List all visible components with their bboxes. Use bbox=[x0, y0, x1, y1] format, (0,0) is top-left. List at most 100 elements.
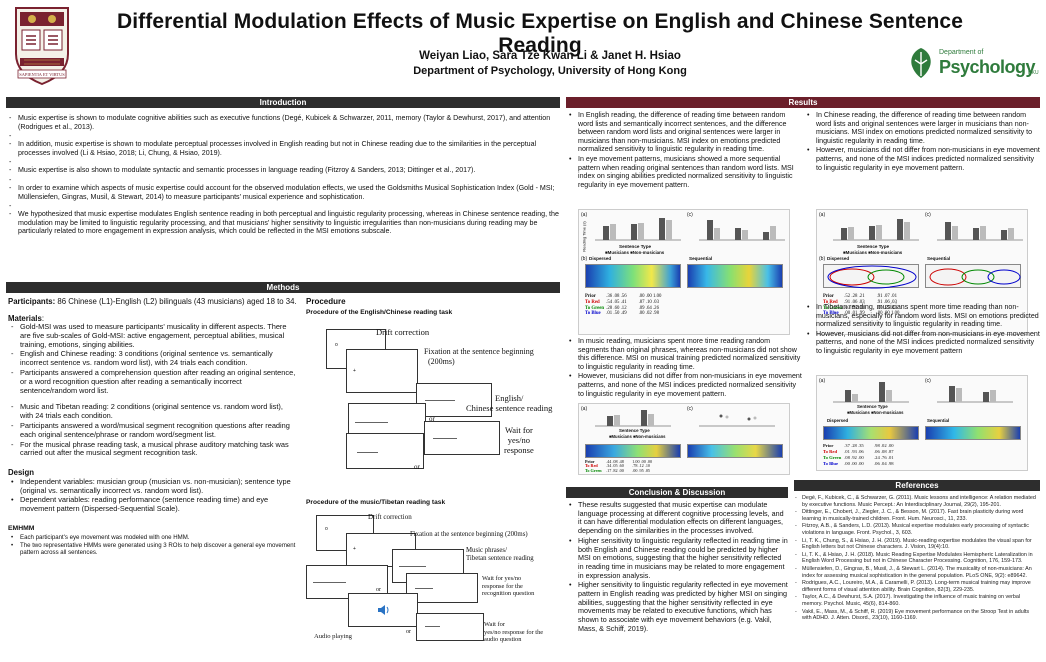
slide-chinese-sentence: ▬▬▬▬▬▬▬▬▬▬ bbox=[416, 383, 492, 417]
figure-music-a-label: (a) bbox=[581, 406, 588, 412]
figure-chinese-a-label: (a) bbox=[819, 212, 826, 218]
results-music-item: In music reading, musicians spent more t… bbox=[566, 337, 802, 371]
reference-item: Degé, F., Kubicek, C., & Schwarzer, G. (… bbox=[794, 495, 1040, 508]
figure-english-b-label: (b) bbox=[581, 256, 588, 262]
slide-audio bbox=[348, 593, 418, 627]
figure-tibetan-legend: ■Musicians ■Non-musicians bbox=[847, 410, 904, 415]
poster-department: Department of Psychology, University of … bbox=[413, 65, 687, 77]
methods-panel: Methods Participants: 86 Chinese (L1)-En… bbox=[6, 282, 560, 658]
results-heading: Results bbox=[566, 97, 1040, 108]
chinese-rois-sequential bbox=[925, 264, 1021, 288]
results-english-item: In eye movement patterns, musicians show… bbox=[566, 155, 802, 189]
conclusion-item: These results suggested that music exper… bbox=[566, 500, 788, 536]
psychology-logo-hku: HKU bbox=[1028, 70, 1039, 76]
procedure-1-label: Procedure of the English/Chinese reading… bbox=[306, 309, 453, 316]
psychology-logo-icon bbox=[911, 48, 931, 78]
references-panel: References Degé, F., Kubicek, C., & Schw… bbox=[794, 480, 1040, 658]
materials-item: Music and Tibetan reading: 2 conditions … bbox=[8, 403, 298, 421]
figure-chinese-c-label: (c) bbox=[925, 212, 931, 218]
poster-authors: Weiyan Liao, Sara Tze Kwan Li & Janet H.… bbox=[419, 50, 681, 62]
figure-chinese-sentence-type: Sentence Type bbox=[857, 244, 890, 249]
figure-tibetan-dispersed: Dispersed bbox=[827, 418, 849, 423]
procedure-1-diagram: o Drift correction + Fixation at the sen… bbox=[306, 321, 558, 481]
figure-music-bars bbox=[595, 410, 671, 427]
psychology-logo: Department of Psychology HKU bbox=[906, 46, 1040, 82]
procedure-2-label: Procedure of the music/Tibetan reading t… bbox=[306, 499, 446, 506]
reading-label: English/Chinese sentence reading bbox=[466, 393, 553, 413]
slide-fixation: + bbox=[346, 349, 418, 393]
intro-item: In order to examine which aspects of mus… bbox=[6, 184, 560, 201]
figure-english-c-label: (c) bbox=[687, 212, 693, 218]
materials-list-2: Music and Tibetan reading: 2 conditions … bbox=[8, 403, 298, 458]
or-label-4: or bbox=[406, 629, 411, 635]
fixation-label-2: Fixation at the sentence beginning (200m… bbox=[410, 531, 528, 538]
reference-item: Taylor, A.C., & Dewhurst, S.A. (2017). I… bbox=[794, 594, 1040, 607]
reference-item: Fitzroy, A.B., & Sanders, L.D. (2013). M… bbox=[794, 523, 1040, 536]
figure-tibetan: (a) (c) Sentence Type ■Musicians ■Non-mu… bbox=[816, 375, 1028, 471]
figure-english: (a) Reading Time (s) (c) Sentence Type ■… bbox=[578, 209, 790, 335]
figure-english-dispersed: Dispersed bbox=[589, 256, 612, 261]
heatmap-dispersed bbox=[585, 264, 681, 288]
figure-chinese-dispersed: Dispersed bbox=[827, 256, 850, 261]
results-music-list: In music reading, musicians spent more t… bbox=[566, 337, 802, 399]
poster-title: Differential Modulation Effects of Music… bbox=[116, 10, 963, 57]
materials-item: English and Chinese reading: 3 condition… bbox=[8, 350, 298, 368]
materials-item: Gold-MSI was used to measure participant… bbox=[8, 322, 298, 349]
music-heatmap-dispersed bbox=[585, 444, 681, 458]
materials-item: Participants answered a comprehension qu… bbox=[8, 368, 298, 395]
or-label-2: or bbox=[414, 463, 420, 471]
figure-tibetan-sequential: Sequential bbox=[927, 418, 950, 423]
conclusion-heading: Conclusion & Discussion bbox=[566, 487, 788, 498]
reference-item: Dittinger, E., Chobert, J., Ziegler, J. … bbox=[794, 509, 1040, 522]
conclusion-item: Higher sensitivity to linguistic regular… bbox=[566, 580, 788, 633]
design-item: Dependent variables: reading performance… bbox=[8, 496, 298, 514]
slide-recognition: ▬▬▬▬▬▬ bbox=[406, 573, 478, 603]
figure-chinese-b-label: (b) bbox=[819, 256, 826, 262]
figure-tibetan-c-label: (c) bbox=[925, 378, 931, 384]
reference-item: Müllensiefen, D., Gingras, B., Musil, J.… bbox=[794, 566, 1040, 579]
intro-item: Music expertise is shown to modulate cog… bbox=[6, 114, 560, 131]
figure-tibetan-a-label: (a) bbox=[819, 378, 826, 384]
results-tibetan-item: However, musicians did not differ from n… bbox=[804, 330, 1040, 356]
figure-chinese-sequential: Sequential bbox=[927, 256, 951, 261]
figure-tibetan-bars bbox=[833, 382, 909, 403]
speaker-icon bbox=[378, 605, 389, 615]
figure-english-legend: ■Musicians ■Non-musicians bbox=[605, 250, 665, 255]
emhmm-item: Each participant's eye movement was mode… bbox=[8, 534, 298, 541]
materials-label: Materials: bbox=[8, 313, 44, 323]
results-english-item: In English reading, the difference of re… bbox=[566, 111, 802, 154]
intro-spacer bbox=[6, 132, 560, 141]
reference-item: Li, T. K., Chung, S., & Hsiao, J. H. (20… bbox=[794, 538, 1040, 551]
roi-ellipses-icon bbox=[929, 268, 1021, 286]
design-item: Independent variables: musician group (m… bbox=[8, 477, 298, 496]
procedure-label: Procedure bbox=[306, 297, 346, 306]
tibetan-heatmap-dispersed bbox=[823, 426, 919, 440]
results-english-list: In English reading, the difference of re… bbox=[566, 111, 802, 190]
figure-chinese-bars bbox=[833, 219, 919, 241]
results-chinese-list: In Chinese reading, the difference of re… bbox=[804, 111, 1040, 173]
results-chinese-item: In Chinese reading, the difference of re… bbox=[804, 111, 1040, 145]
figure-english-bars bbox=[595, 218, 681, 241]
or-label-3: or bbox=[376, 587, 381, 593]
figure-chinese-ds-bars bbox=[937, 222, 1023, 241]
references-heading: References bbox=[794, 480, 1040, 491]
intro-item: We hypothesized that music expertise mod… bbox=[6, 210, 560, 236]
music-transition-table: Prior .44 .08 .48 1.00 .00 .00 To Red .3… bbox=[585, 459, 653, 473]
procedure-2-diagram: o Drift correction + Fixation at the sen… bbox=[306, 509, 558, 653]
reference-item: Li, T. K., & Hsiao, J. H. (2018). Music … bbox=[794, 552, 1040, 565]
intro-spacer bbox=[6, 202, 560, 211]
figure-tibetan-sentence-type: Sentence Type bbox=[857, 404, 888, 409]
participants-text: 86 Chinese (L1)-English (L2) bilinguals … bbox=[55, 297, 297, 306]
figure-music-legend: ■Musicians ■Non-musicians bbox=[609, 434, 666, 439]
design-label: Design bbox=[8, 468, 34, 478]
drift-label-2: Drift correction bbox=[368, 513, 412, 521]
reference-item: Rodrigues, A.C., Loureiro, M.A., & Caram… bbox=[794, 580, 1040, 593]
reading-label-2: Music phrases/Tibetan sentence reading bbox=[466, 547, 534, 562]
figure-english-a-label: (a) bbox=[581, 212, 588, 218]
figure-chinese-legend: ■Musicians ■Non-musicians bbox=[843, 250, 903, 255]
references-list: Degé, F., Kubicek, C., & Schwarzer, G. (… bbox=[794, 495, 1040, 622]
methods-left-column: Participants: 86 Chinese (L1)-English (L… bbox=[8, 297, 298, 557]
materials-item: For the musical phrase reading task, a m… bbox=[8, 440, 298, 459]
